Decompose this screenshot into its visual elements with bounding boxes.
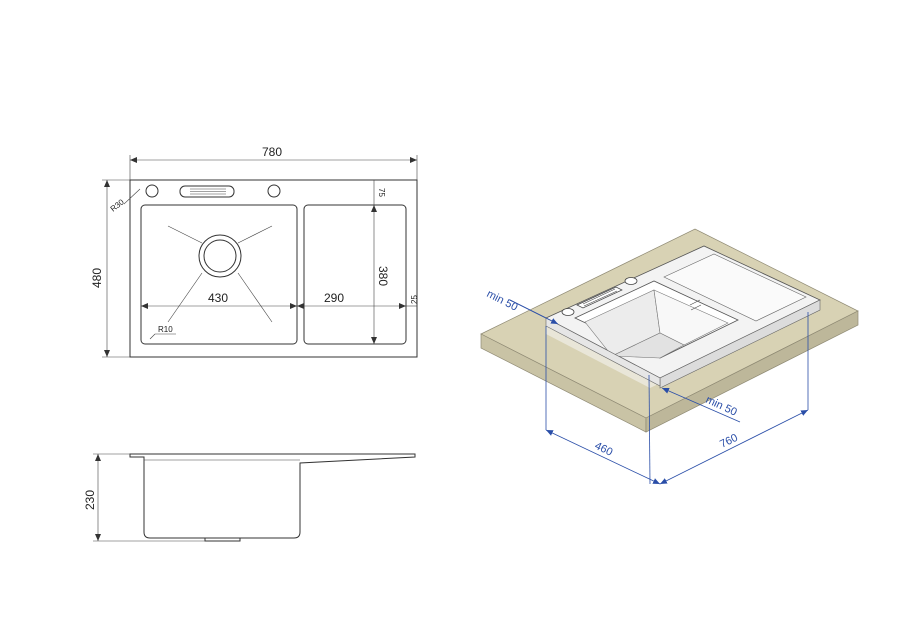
iso-tap-hole-icon <box>561 308 575 316</box>
countertop-side <box>645 310 859 433</box>
overflow-slot-icon <box>179 185 235 198</box>
bowl-width-label: 430 <box>208 291 228 305</box>
drain-outlet <box>204 538 241 542</box>
bowl-outline <box>140 204 298 345</box>
drain-inner <box>203 239 237 273</box>
cutout-depth-label: 460 <box>593 440 615 459</box>
tap-hole-icon <box>145 184 159 198</box>
width-label: 780 <box>262 145 282 159</box>
drain-outer <box>198 234 242 278</box>
drainboard-width-label: 290 <box>324 291 344 305</box>
min-left-label: min 50 <box>485 288 520 314</box>
tap-hole-icon <box>267 184 281 198</box>
side-profile <box>129 453 416 539</box>
flange-top-label: 75 <box>377 188 386 197</box>
outer-radius-label: R30 <box>109 197 127 213</box>
iso-drainboard <box>663 253 807 322</box>
min-front-label: min 50 <box>704 394 739 419</box>
iso-tap-hole-icon <box>624 277 638 285</box>
inner-radius-label: R10 <box>158 325 173 334</box>
sink-outline <box>129 179 418 358</box>
depth-label: 230 <box>83 490 97 510</box>
height-label: 480 <box>90 268 104 288</box>
side-view: 230 <box>83 453 416 542</box>
bowl-depth-label: 380 <box>376 266 390 286</box>
cutout-width-label: 760 <box>718 432 740 451</box>
iso-view: min 50 460 760 min 50 <box>480 228 859 485</box>
iso-overflow-slot-icon <box>576 286 623 309</box>
flange-right-label: 25 <box>410 295 419 304</box>
drainboard-outline <box>303 204 407 345</box>
top-view: 780 480 430 290 25 380 75 R30 R10 <box>90 145 419 358</box>
